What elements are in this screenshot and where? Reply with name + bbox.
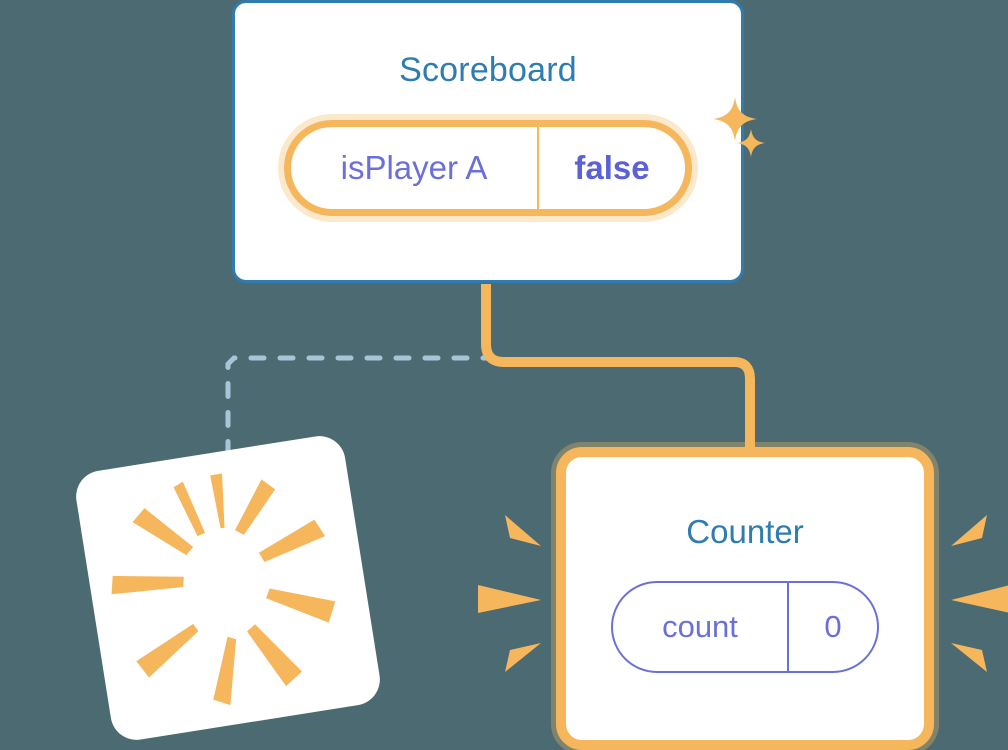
scoreboard-title: Scoreboard (399, 51, 577, 89)
counter-state-value: 0 (824, 609, 842, 644)
solid-connector-path (481, 284, 755, 460)
sparkle-small-icon (737, 129, 765, 157)
ray-right-bottom (951, 643, 987, 672)
sparkle-large-icon (713, 97, 757, 141)
counter-state-pill[interactable]: count 0 (611, 581, 879, 673)
burst-rays-icon (111, 473, 336, 706)
counter-card[interactable]: Counter count 0 (556, 447, 934, 750)
scoreboard-state-key: isPlayer A (340, 149, 488, 186)
scoreboard-state-value: false (574, 149, 650, 186)
ray-left-mid (478, 585, 541, 613)
scoreboard-card[interactable]: Scoreboard isPlayer A false (232, 0, 765, 283)
scoreboard-state-pill[interactable]: isPlayer A false (278, 114, 698, 222)
ray-left-top (505, 515, 541, 546)
pill-divider (787, 583, 789, 671)
counter-state-key: count (662, 609, 738, 644)
pill-divider (537, 127, 539, 209)
ray-right-mid (951, 585, 1008, 613)
ray-left-bottom (505, 643, 541, 672)
re-render-burst-square[interactable] (72, 432, 384, 744)
counter-title: Counter (686, 513, 804, 550)
ray-right-top (951, 515, 987, 546)
